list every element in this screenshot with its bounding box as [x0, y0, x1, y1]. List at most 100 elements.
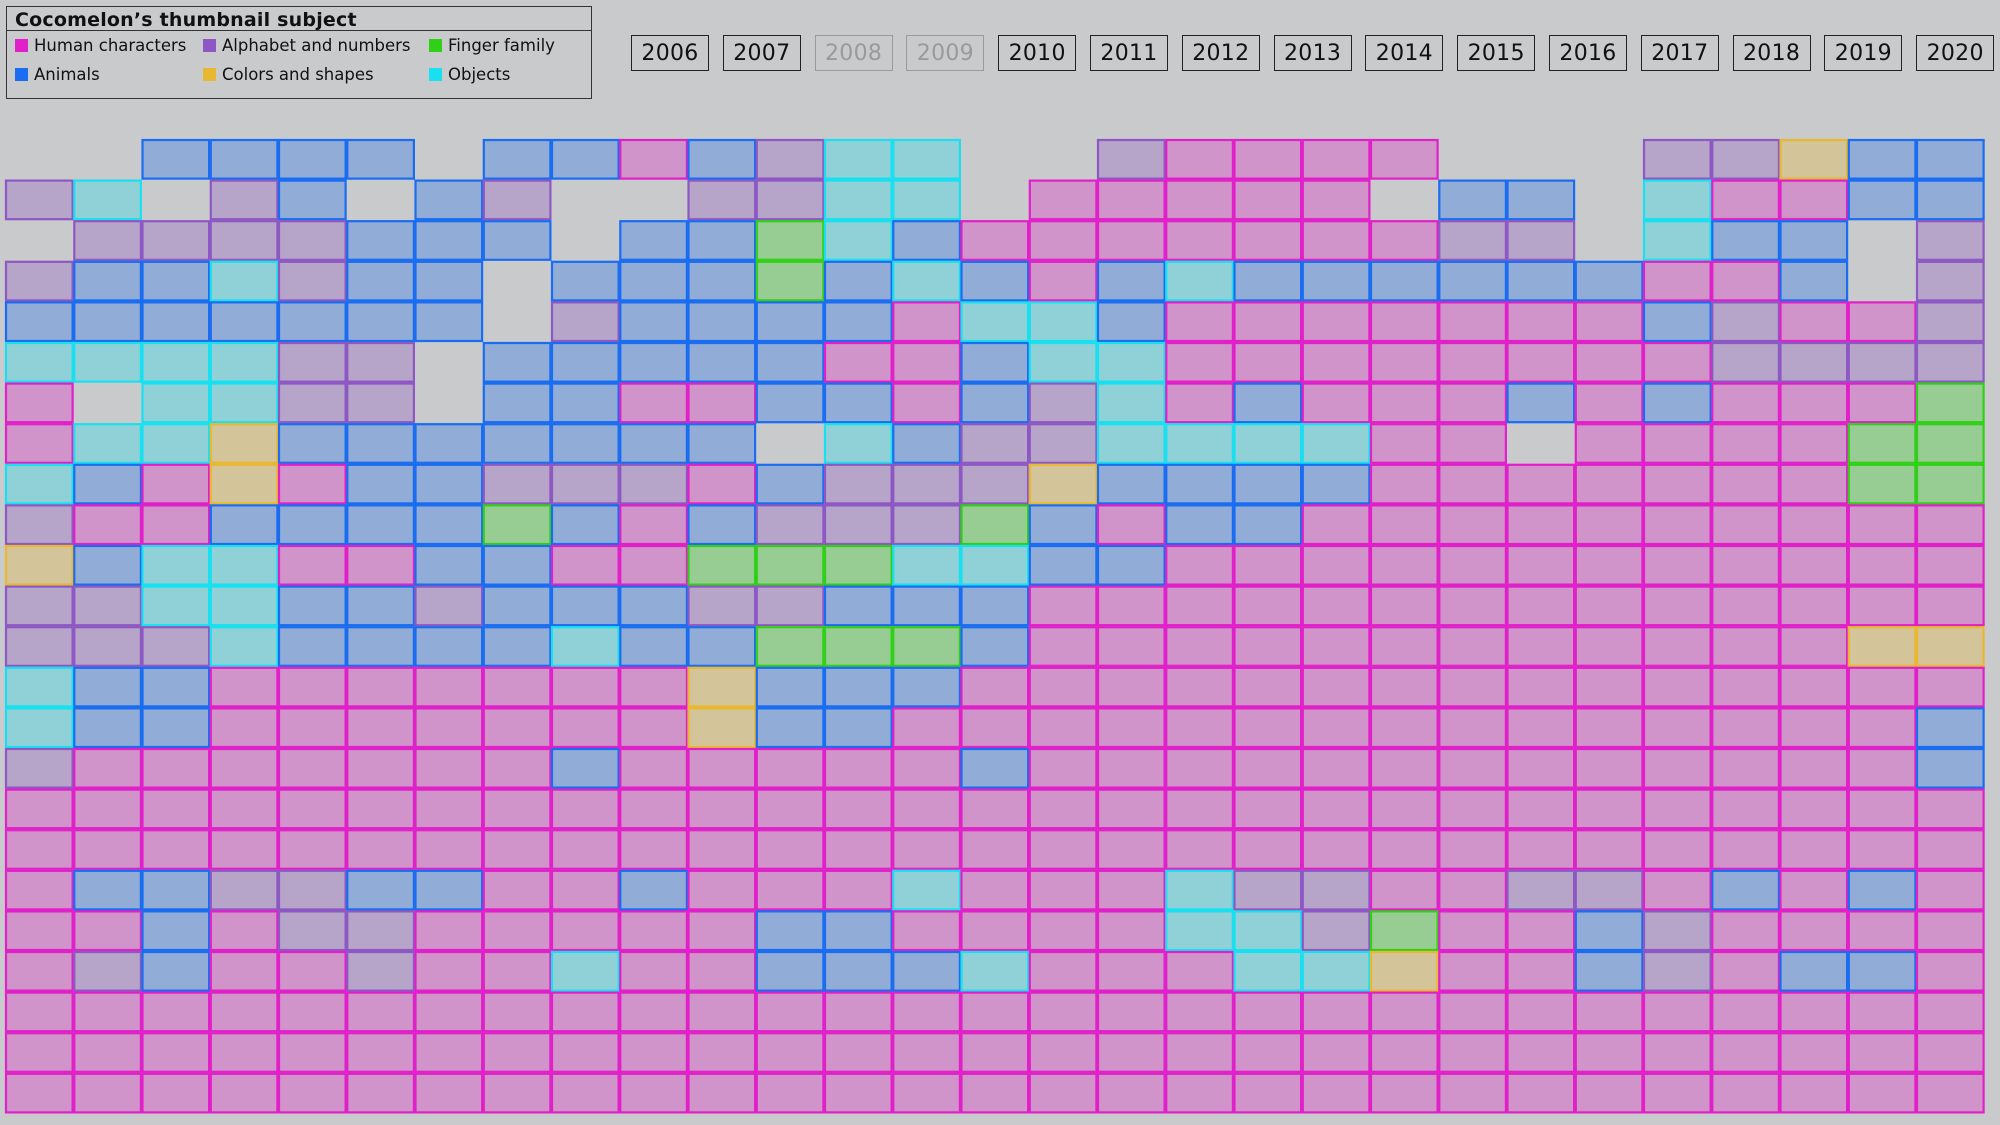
- thumbnail-cell: [414, 463, 484, 505]
- thumbnail-cell: [823, 341, 893, 383]
- thumbnail-cell: [1369, 707, 1439, 749]
- thumbnail-cell: [1711, 626, 1781, 667]
- thumbnail-cell: [755, 747, 825, 789]
- year-button-2019[interactable]: 2019: [1824, 35, 1903, 71]
- thumbnail-cell: [4, 341, 74, 383]
- thumbnail-cell: [73, 544, 143, 586]
- thumbnail-cell: [550, 626, 620, 667]
- thumbnail-cell: [1438, 869, 1508, 911]
- thumbnail-cell: [1779, 301, 1849, 343]
- legend-item-object: Objects: [429, 65, 510, 84]
- thumbnail-cell: [1711, 707, 1781, 749]
- thumbnail-cell: [141, 869, 211, 911]
- legend-swatch: [203, 39, 216, 52]
- thumbnail-cell: [4, 504, 74, 546]
- year-button-2007[interactable]: 2007: [722, 35, 801, 71]
- thumbnail-cell: [141, 1072, 211, 1114]
- thumbnail-cell: [73, 260, 143, 302]
- thumbnail-cell: [1847, 382, 1917, 424]
- thumbnail-cell: [755, 1032, 825, 1073]
- thumbnail-cell: [960, 463, 1030, 505]
- thumbnail-cell: [1574, 910, 1644, 952]
- year-button-2020[interactable]: 2020: [1916, 35, 1995, 71]
- thumbnail-cell: [1847, 1072, 1917, 1114]
- thumbnail-cell: [1028, 707, 1098, 749]
- thumbnail-cell: [1165, 138, 1235, 180]
- thumbnail-cell: [209, 301, 279, 343]
- thumbnail-cell: [1301, 341, 1371, 383]
- thumbnail-cell: [755, 220, 825, 261]
- year-button-2011[interactable]: 2011: [1090, 35, 1168, 71]
- thumbnail-cell: [1642, 220, 1712, 261]
- thumbnail-cell: [1438, 707, 1508, 749]
- thumbnail-cell: [1301, 1072, 1371, 1114]
- thumbnail-cell: [141, 301, 211, 343]
- thumbnail-cell: [1233, 1032, 1303, 1073]
- thumbnail-cell: [1574, 666, 1644, 708]
- thumbnail-cell: [960, 423, 1030, 464]
- year-button-2010[interactable]: 2010: [998, 35, 1077, 71]
- thumbnail-cell: [1574, 626, 1644, 667]
- thumbnail-cell: [550, 666, 620, 708]
- thumbnail-cell: [1779, 950, 1849, 992]
- thumbnail-cell: [73, 910, 143, 952]
- thumbnail-cell: [1096, 829, 1166, 870]
- thumbnail-cell: [1915, 829, 1985, 870]
- thumbnail-cell: [755, 869, 825, 911]
- thumbnail-cell: [1301, 626, 1371, 667]
- thumbnail-cell: [1642, 341, 1712, 383]
- thumbnail-cell: [1915, 341, 1985, 383]
- thumbnail-cell: [619, 341, 688, 383]
- thumbnail-cell: [414, 301, 484, 343]
- thumbnail-cell: [1233, 869, 1303, 911]
- thumbnail-cell: [1096, 1032, 1166, 1073]
- thumbnail-cell: [1915, 1032, 1985, 1073]
- thumbnail-cell: [414, 869, 484, 911]
- thumbnail-cell: [1096, 179, 1166, 221]
- thumbnail-cell: [619, 585, 688, 627]
- thumbnail-cell: [823, 260, 893, 302]
- thumbnail-cell: [1096, 544, 1166, 586]
- thumbnail-cell: [1438, 1032, 1508, 1073]
- thumbnail-cell: [73, 341, 143, 383]
- thumbnail-cell: [1711, 869, 1781, 911]
- thumbnail-cell: [1028, 301, 1098, 343]
- thumbnail-cell: [482, 910, 552, 952]
- thumbnail-cell: [4, 260, 74, 302]
- thumbnail-cell: [4, 463, 74, 505]
- thumbnail-cell: [1506, 747, 1576, 789]
- year-button-2018[interactable]: 2018: [1732, 35, 1811, 71]
- thumbnail-cell: [1165, 829, 1235, 870]
- thumbnail-cell: [1028, 260, 1098, 302]
- thumbnail-cell: [1574, 260, 1644, 302]
- thumbnail-cell: [482, 544, 552, 586]
- thumbnail-cell: [755, 260, 825, 302]
- thumbnail-cell: [1165, 220, 1235, 261]
- year-button-2012[interactable]: 2012: [1181, 35, 1260, 71]
- thumbnail-cell: [482, 423, 552, 464]
- thumbnail-cell: [1711, 829, 1781, 870]
- thumbnail-cell: [277, 179, 347, 221]
- thumbnail-cell: [1642, 1032, 1712, 1073]
- year-button-2013[interactable]: 2013: [1273, 35, 1352, 71]
- year-button-2015[interactable]: 2015: [1457, 35, 1536, 71]
- thumbnail-cell: [892, 220, 961, 261]
- thumbnail-cell: [1711, 950, 1781, 992]
- thumbnail-cell: [619, 138, 688, 180]
- year-button-2017[interactable]: 2017: [1640, 35, 1719, 71]
- year-button-2016[interactable]: 2016: [1549, 35, 1627, 71]
- thumbnail-cell: [1438, 585, 1508, 627]
- year-button-2014[interactable]: 2014: [1365, 35, 1444, 71]
- thumbnail-cell: [1165, 666, 1235, 708]
- thumbnail-cell: [619, 260, 688, 302]
- thumbnail-cell: [1165, 788, 1235, 830]
- thumbnail-cell: [1915, 626, 1985, 667]
- thumbnail-cell: [482, 1072, 552, 1114]
- thumbnail-cell: [141, 910, 211, 952]
- year-button-2006[interactable]: 2006: [631, 35, 709, 71]
- thumbnail-cell: [277, 707, 347, 749]
- thumbnail-cell: [141, 788, 211, 830]
- thumbnail-cell: [1028, 463, 1098, 505]
- thumbnail-cell: [1233, 260, 1303, 302]
